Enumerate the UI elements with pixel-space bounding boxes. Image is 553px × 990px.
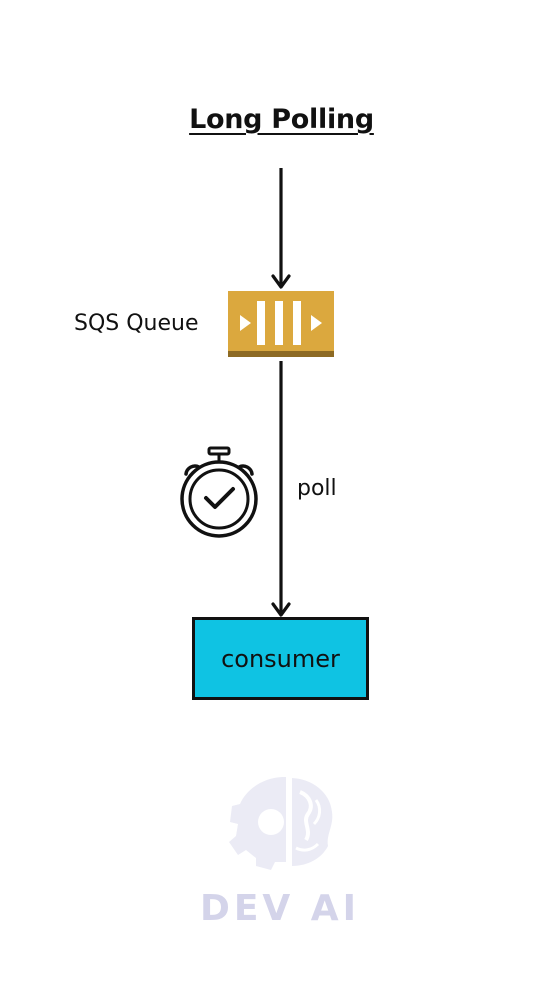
consumer-label: consumer (221, 644, 340, 673)
stopwatch-icon (180, 446, 258, 538)
brain-gear-logo (229, 777, 333, 870)
sqs-queue-icon (228, 291, 334, 357)
arrow-poll (271, 361, 291, 617)
watermark-text: DEV AI (199, 888, 361, 929)
poll-edge-label: poll (297, 476, 337, 501)
consumer-node: consumer (192, 617, 369, 700)
arrow-to-queue (271, 168, 291, 289)
queue-label: SQS Queue (74, 311, 199, 336)
diagram-title: Long Polling (189, 104, 374, 135)
